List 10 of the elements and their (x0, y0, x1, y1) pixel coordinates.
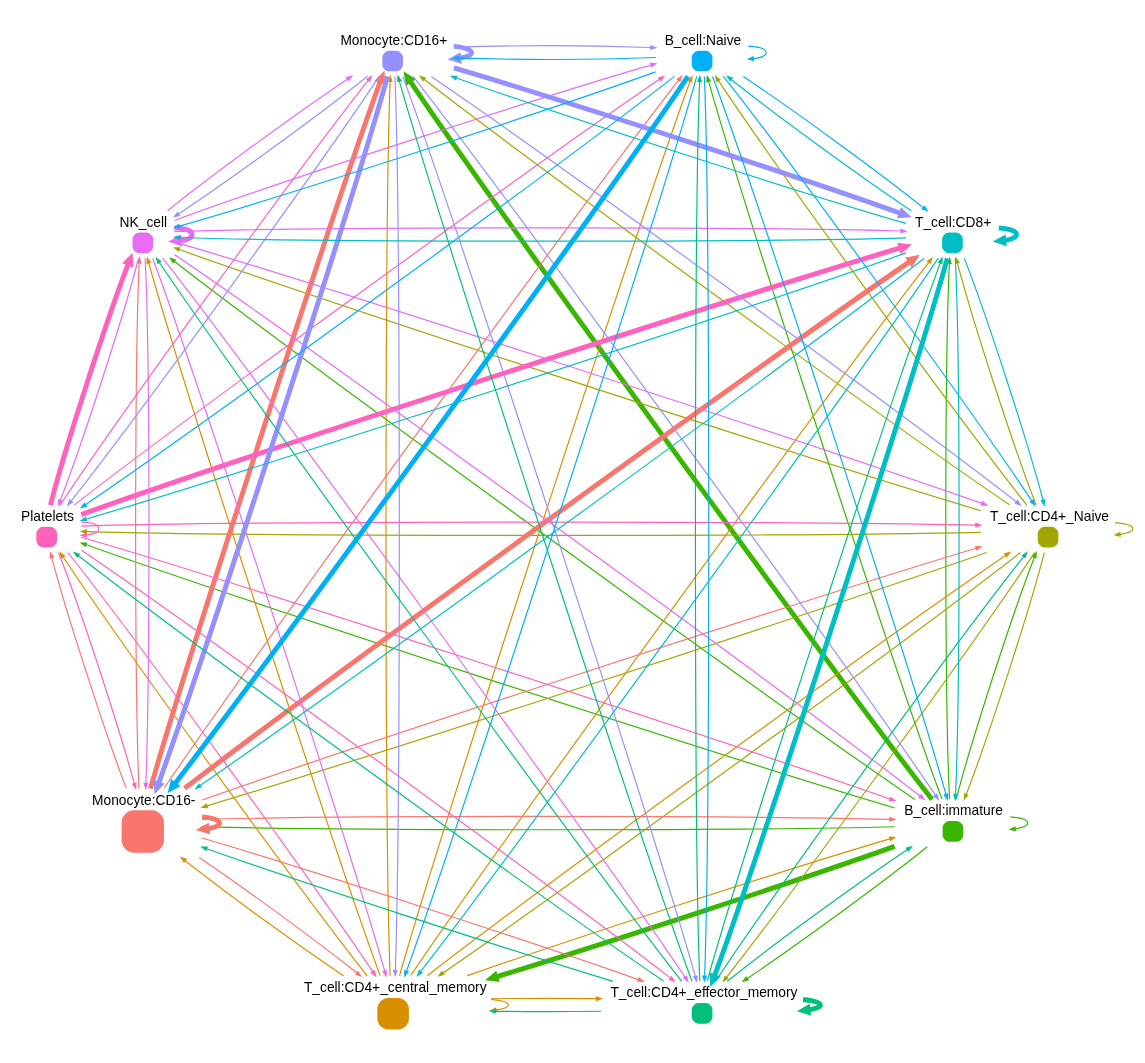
node-label: Platelets (21, 509, 74, 525)
node-label: T_cell:CD4+_central_memory (303, 980, 487, 996)
node-label: B_cell:immature (904, 803, 1003, 819)
node-label: T_cell:CD4+_effector_memory (610, 985, 798, 1001)
node-label: B_cell:Naive (664, 32, 742, 48)
node-label: T_cell:CD8+ (914, 214, 992, 230)
node-label: NK_cell (119, 214, 168, 230)
node-label: Monocyte:CD16+ (340, 32, 448, 48)
node-label: Monocyte:CD16- (92, 792, 196, 808)
node-label: T_cell:CD4+_Naive (989, 509, 1110, 525)
